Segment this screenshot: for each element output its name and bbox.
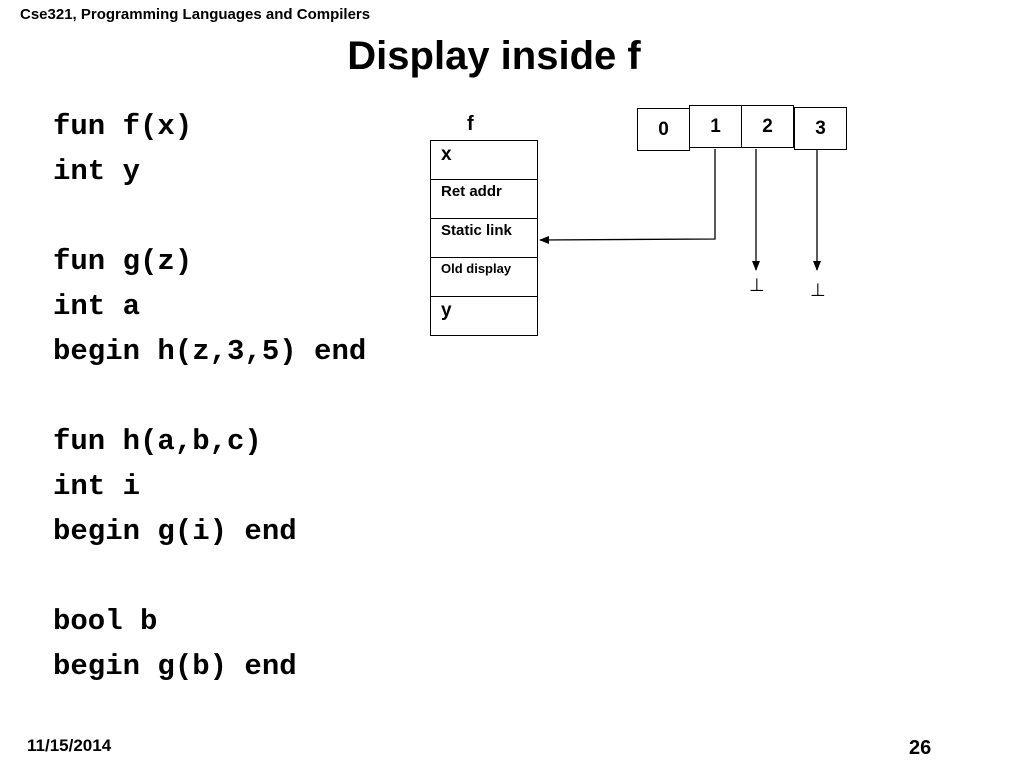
code-block: fun f(x) int y fun g(z) int a begin h(z,… bbox=[53, 107, 366, 692]
page-number: 26 bbox=[909, 737, 932, 759]
bottom-symbol-2: ⊥ bbox=[749, 275, 765, 296]
display-cell-1: 1 bbox=[689, 105, 742, 148]
display-cell-2: 2 bbox=[741, 105, 794, 148]
footer-date: 11/15/2014 bbox=[27, 736, 112, 755]
code-line: begin h(z,3,5) end bbox=[53, 335, 367, 368]
display-1-pointer bbox=[539, 149, 716, 244]
code-line: fun f(x) bbox=[53, 110, 193, 143]
display-cell-0: 0 bbox=[637, 108, 690, 151]
code-line: int i bbox=[53, 470, 141, 503]
bottom-symbol-3: ⊥ bbox=[810, 280, 826, 301]
slot-y: y bbox=[430, 296, 538, 336]
course-header: Cse321, Programming Languages and Compil… bbox=[20, 6, 371, 23]
code-line: begin g(i) end bbox=[53, 515, 297, 548]
display-cell-3: 3 bbox=[794, 107, 847, 150]
code-line: fun h(a,b,c) bbox=[53, 425, 262, 458]
code-line: begin g(b) end bbox=[53, 650, 297, 683]
slide-title: Display inside f bbox=[347, 34, 641, 78]
code-line: int y bbox=[53, 155, 141, 188]
code-line: fun g(z) bbox=[53, 245, 193, 278]
activation-record: x Ret addr Static link Old display y bbox=[430, 140, 538, 336]
frame-label: f bbox=[467, 113, 474, 135]
code-line: bool b bbox=[53, 605, 158, 638]
code-line: int a bbox=[53, 290, 141, 323]
